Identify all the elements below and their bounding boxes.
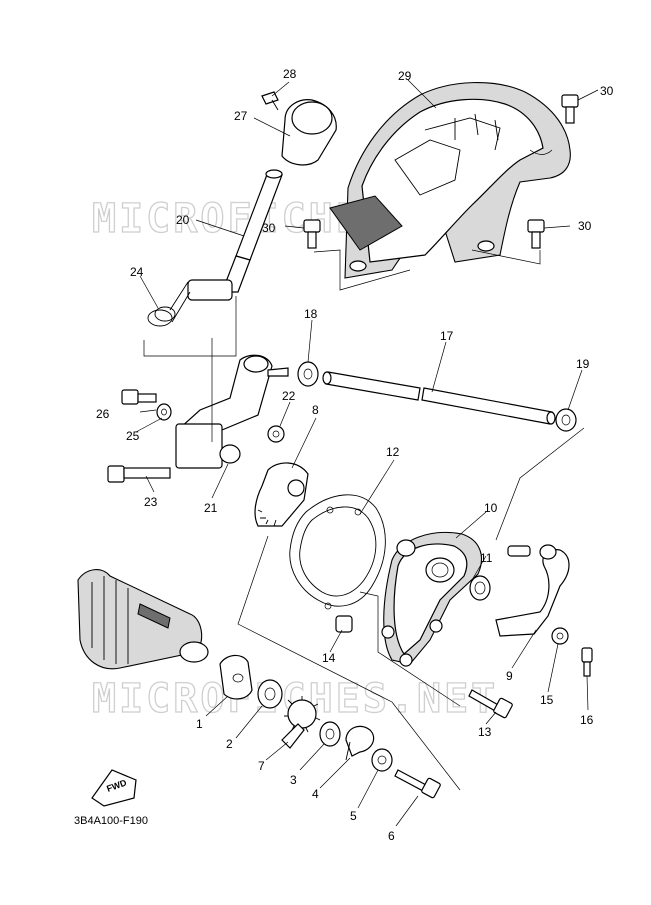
callout-labels: 28 27 29 30 30 30 20 24 18 17 19 22 26 2… — [96, 67, 614, 843]
callout-16: 16 — [580, 713, 594, 727]
callout-19: 19 — [576, 357, 590, 371]
callout-2: 2 — [226, 737, 233, 751]
bolt-6 — [394, 769, 441, 799]
washer-25 — [156, 403, 172, 421]
callout-28: 28 — [283, 67, 297, 81]
shift-drum — [77, 569, 209, 670]
callout-7: 7 — [258, 759, 265, 773]
callout-30-left: 30 — [262, 221, 276, 235]
gasket-12 — [289, 494, 386, 610]
assembly-lines — [143, 249, 585, 791]
callout-4: 4 — [312, 787, 319, 801]
callout-14: 14 — [322, 651, 336, 665]
bolt-30-left — [303, 219, 321, 249]
callout-24: 24 — [130, 265, 144, 279]
screw-28 — [261, 91, 279, 111]
callout-11: 11 — [480, 551, 493, 565]
washer-22 — [267, 425, 285, 443]
fwd-arrow-icon: FWD — [91, 769, 137, 807]
segment-plate-1 — [219, 654, 253, 700]
oil-seal-11 — [469, 575, 491, 601]
callout-9: 9 — [506, 669, 513, 683]
bolt-13 — [468, 689, 513, 719]
callout-3: 3 — [290, 773, 297, 787]
diagram-code: 3B4A100-F190 — [74, 815, 148, 827]
callout-17: 17 — [440, 329, 454, 343]
bolt-16 — [581, 647, 593, 677]
washer-3 — [319, 721, 341, 747]
stopper-lever-9 — [495, 544, 570, 637]
callout-21: 21 — [204, 501, 218, 515]
callout-8: 8 — [312, 403, 319, 417]
bolt-30-top — [561, 94, 579, 124]
callout-27: 27 — [234, 109, 248, 123]
callout-6: 6 — [388, 829, 395, 843]
leader-lines — [135, 79, 599, 827]
callout-30-top: 30 — [600, 84, 614, 98]
shift-cover-29 — [329, 81, 571, 279]
callout-22: 22 — [282, 389, 296, 403]
callout-12: 12 — [386, 445, 400, 459]
dowel-14 — [335, 615, 353, 633]
callout-20: 20 — [176, 213, 190, 227]
callout-15: 15 — [540, 693, 554, 707]
washer-15 — [551, 627, 569, 645]
bolt-23 — [107, 465, 171, 483]
callout-25: 25 — [126, 429, 140, 443]
callout-18: 18 — [304, 307, 318, 321]
callout-30-right: 30 — [578, 219, 592, 233]
callout-29: 29 — [398, 69, 412, 83]
callout-5: 5 — [350, 809, 357, 823]
lever-assy-21 — [175, 354, 289, 469]
callout-1: 1 — [196, 717, 203, 731]
nut-19 — [555, 408, 577, 432]
bolt-26 — [121, 389, 157, 405]
callout-23: 23 — [144, 495, 158, 509]
callout-13: 13 — [478, 725, 492, 739]
collar-2 — [257, 679, 283, 709]
shift-segment-8 — [254, 462, 309, 527]
shift-knob-27 — [281, 99, 337, 166]
shift-lever-20 — [187, 169, 283, 301]
return-spring-24 — [147, 281, 191, 327]
shift-shaft-17 — [322, 371, 556, 425]
collar-18 — [297, 361, 319, 387]
callout-10: 10 — [484, 501, 498, 515]
washer-5 — [371, 748, 393, 772]
bolt-30-right — [527, 219, 545, 249]
cover-10 — [381, 531, 482, 667]
spring-4 — [345, 725, 375, 761]
callout-26: 26 — [96, 407, 110, 421]
